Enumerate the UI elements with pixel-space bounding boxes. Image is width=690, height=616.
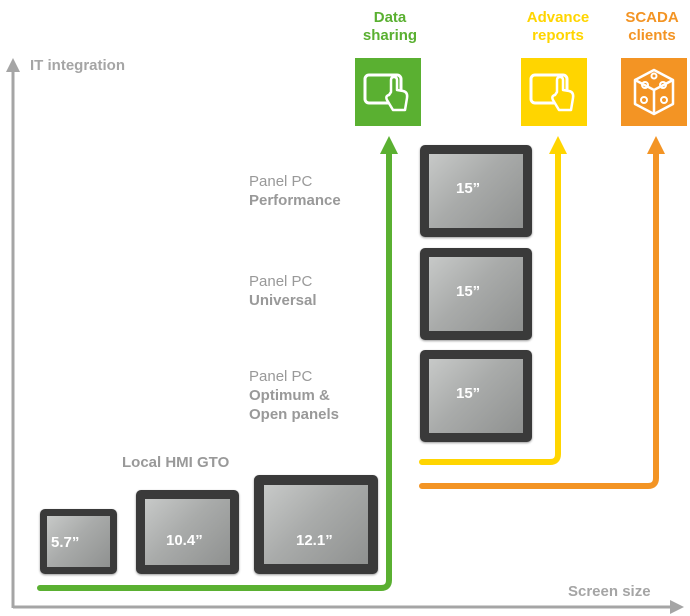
- yellow-arrowhead: [549, 136, 567, 154]
- panel-screen: [145, 499, 230, 565]
- panel-pc-optimum-device: 15”: [420, 350, 532, 442]
- panel-screen: [429, 359, 523, 433]
- hmi-5-7-device: 5.7”: [40, 509, 117, 574]
- x-axis-arrowhead: [670, 600, 684, 614]
- panel-pc-performance-device: 15”: [420, 145, 532, 237]
- yellow-flow-line: [419, 147, 561, 465]
- hmi-10-4-device: 10.4”: [136, 490, 239, 574]
- orange-arrowhead: [647, 136, 665, 154]
- panel-pc-performance-line2: Performance: [249, 192, 341, 209]
- panel-pc-optimum-line1: Panel PC: [249, 368, 313, 385]
- panel-pc-universal-device: 15”: [420, 248, 532, 340]
- advance-reports-tile: [521, 58, 587, 126]
- advance-reports-header: Advance reports: [508, 9, 608, 45]
- hmi-12-1-device: 12.1”: [254, 475, 378, 574]
- panel-pc-universal-label: Panel PC Universal: [249, 272, 317, 310]
- panel-pc-universal-line1: Panel PC: [249, 273, 313, 290]
- panel-pc-performance-line1: Panel PC: [249, 173, 313, 190]
- data-sharing-header: Data sharing: [345, 9, 435, 45]
- scada-clients-header-line1: SCADA: [625, 9, 679, 26]
- advance-reports-header-line2: reports: [532, 27, 584, 44]
- panel-screen: [47, 516, 110, 567]
- hmi-12-1-size: 12.1”: [296, 532, 333, 549]
- panel-pc-universal-size: 15”: [456, 283, 481, 300]
- advance-reports-header-line1: Advance: [526, 9, 590, 26]
- panel-pc-optimum-size: 15”: [456, 385, 481, 402]
- panel-pc-performance-size: 15”: [456, 180, 481, 197]
- green-arrowhead: [380, 136, 398, 154]
- panel-pc-universal-line2: Universal: [249, 292, 317, 309]
- panel-pc-performance-label: Panel PC Performance: [249, 172, 341, 210]
- hmi-10-4-size: 10.4”: [166, 532, 203, 549]
- hmi-5-7-size: 5.7”: [51, 534, 80, 551]
- local-hmi-title: Local HMI GTO: [122, 454, 230, 471]
- data-sharing-tile: [355, 58, 421, 126]
- orange-flow-line: [419, 147, 659, 489]
- green-flow-line: [37, 147, 392, 591]
- scada-clients-header: SCADA clients: [614, 9, 690, 45]
- x-axis-label: Screen size: [568, 583, 651, 600]
- scada-clients-header-line2: clients: [628, 27, 676, 44]
- y-axis-arrowhead: [6, 58, 20, 72]
- data-sharing-header-line1: Data: [373, 9, 407, 26]
- y-axis-label: IT integration: [30, 57, 125, 74]
- scada-clients-tile: [621, 58, 687, 126]
- data-sharing-header-line2: sharing: [362, 27, 418, 44]
- touch-screen-icon: [529, 73, 575, 112]
- panel-screen: [429, 257, 523, 331]
- panel-pc-optimum-label: Panel PC Optimum & Open panels: [249, 367, 339, 424]
- touch-screen-icon: [363, 73, 409, 112]
- panel-screen: [429, 154, 523, 228]
- puzzle-cube-icon: [633, 68, 675, 116]
- panel-screen: [264, 485, 368, 564]
- panel-pc-optimum-line3: Open panels: [249, 406, 340, 423]
- panel-pc-optimum-line2: Optimum &: [249, 387, 330, 404]
